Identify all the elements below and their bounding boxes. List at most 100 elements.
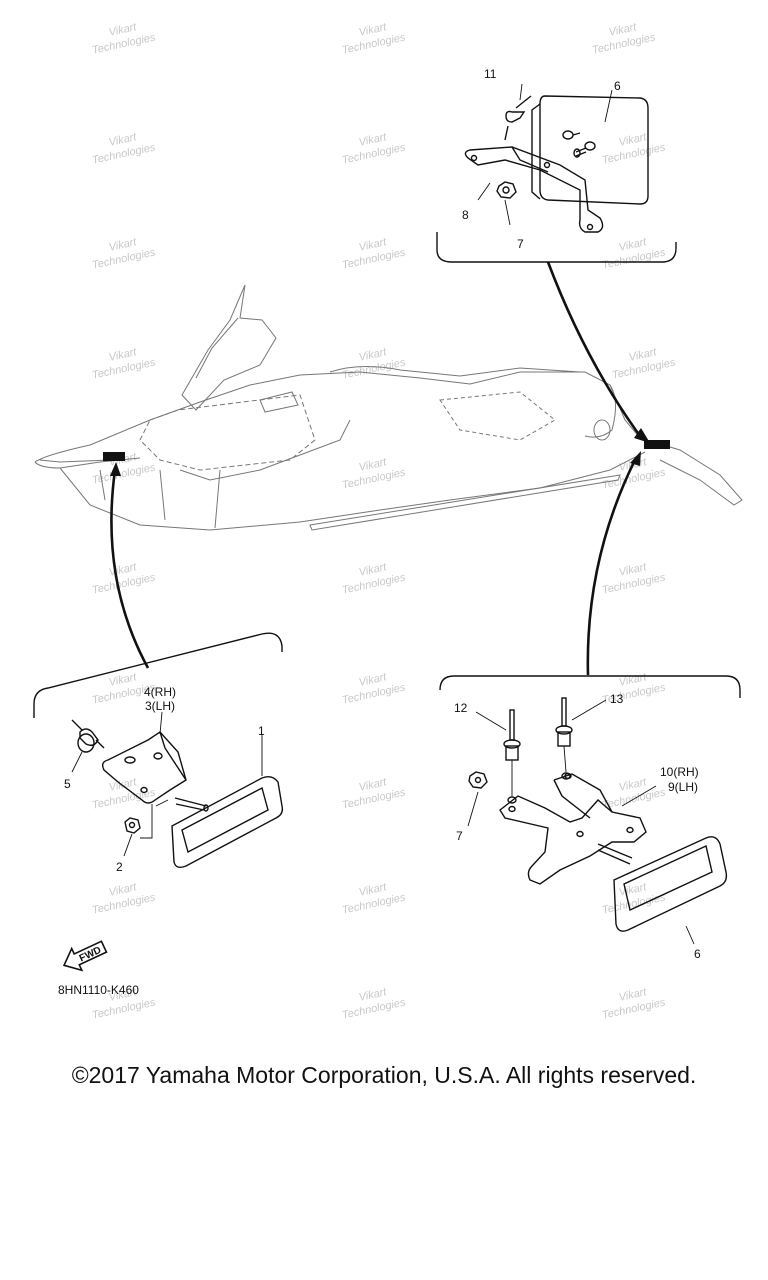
stud <box>174 797 207 811</box>
bracket-hole <box>140 786 148 794</box>
svg-text:Vikart: Vikart <box>618 986 649 1004</box>
leader-line <box>477 83 613 226</box>
top-panel-bracket <box>436 232 677 263</box>
reflector-plate-top <box>539 95 649 205</box>
rivet-12-hole <box>507 796 517 804</box>
bracket-hole <box>470 154 478 162</box>
part-label-9-lh: 9(LH) <box>668 780 698 794</box>
rivet-13-hole <box>561 772 571 780</box>
svg-text:Vikart: Vikart <box>618 131 649 149</box>
nut-hole <box>474 776 482 784</box>
stud <box>573 148 581 158</box>
part-label-1: 1 <box>258 724 265 738</box>
bracket-hole <box>153 752 163 760</box>
part-label-10-rh: 10(RH) <box>660 765 699 779</box>
svg-text:Vikart: Vikart <box>618 776 649 794</box>
nut-hole <box>128 821 136 829</box>
rivet-13-guide <box>563 745 567 773</box>
svg-text:Vikart: Vikart <box>618 561 649 579</box>
right-detail-panel <box>439 675 741 945</box>
arrow-right-to-rear <box>586 457 638 676</box>
stud-end <box>203 804 209 812</box>
bracket-hole <box>576 830 584 838</box>
rivet-top <box>504 95 532 141</box>
svg-text:Vikart: Vikart <box>358 671 389 689</box>
reflector-front <box>171 775 284 869</box>
svg-text:Vikart: Vikart <box>358 236 389 254</box>
part-label-11: 11 <box>484 67 497 81</box>
nut-hole <box>502 186 510 194</box>
svg-text:Vikart: Vikart <box>628 346 659 364</box>
svg-text:Vikart: Vikart <box>618 236 649 254</box>
svg-text:Vikart: Vikart <box>108 21 139 39</box>
part-label-7-right: 7 <box>456 829 463 843</box>
bracket-hole <box>586 223 594 231</box>
part-label-12: 12 <box>454 701 468 715</box>
svg-text:Vikart: Vikart <box>608 21 639 39</box>
part-label-2: 2 <box>116 860 123 874</box>
svg-text:Vikart: Vikart <box>358 881 389 899</box>
arrow-top-to-rear <box>546 261 642 437</box>
arrow-left-to-front <box>110 469 150 669</box>
part-label-6-top: 6 <box>614 79 621 93</box>
nut-top <box>496 181 517 199</box>
bracket-hole <box>543 161 551 169</box>
svg-text:Vikart: Vikart <box>618 881 649 899</box>
copyright-notice: ©2017 Yamaha Motor Corporation, U.S.A. A… <box>71 1062 697 1088</box>
svg-text:Vikart: Vikart <box>358 561 389 579</box>
part-label-5: 5 <box>64 777 71 791</box>
stud <box>584 141 596 151</box>
part-label-13: 13 <box>610 692 624 706</box>
svg-text:Vikart: Vikart <box>358 986 389 1004</box>
svg-text:Vikart: Vikart <box>108 236 139 254</box>
svg-text:Vikart: Vikart <box>358 131 389 149</box>
reflector-plate-top-edge <box>531 103 541 200</box>
reflector-location-front <box>103 452 125 461</box>
bracket-hole <box>124 756 136 764</box>
rivet-12-shaft <box>509 709 515 741</box>
bracket-front-tab <box>159 731 187 781</box>
svg-text:Vikart: Vikart <box>108 346 139 364</box>
part-label-6-right: 6 <box>694 947 701 961</box>
svg-text:Vikart: Vikart <box>108 131 139 149</box>
part-label-4-rh: 4(RH) <box>144 685 176 699</box>
diagram-code: 8HN1110-K460 <box>58 983 139 997</box>
rivet-front <box>71 719 105 749</box>
svg-text:Vikart: Vikart <box>108 986 139 1004</box>
callout-arrows <box>110 261 642 676</box>
bracket-hole <box>626 826 634 834</box>
svg-text:Vikart: Vikart <box>108 671 139 689</box>
svg-text:Vikart: Vikart <box>358 456 389 474</box>
svg-text:Vikart: Vikart <box>358 776 389 794</box>
part-label-7-top: 7 <box>517 237 524 251</box>
reflector-rear <box>613 836 728 932</box>
part-label-3-lh: 3(LH) <box>145 699 175 713</box>
stud-shaft <box>572 132 581 136</box>
svg-text:Vikart: Vikart <box>108 881 139 899</box>
svg-text:Vikart: Vikart <box>358 346 389 364</box>
reflector-rear-inner <box>623 845 713 911</box>
part-label-8: 8 <box>462 208 469 222</box>
stud-shaft <box>575 147 587 157</box>
